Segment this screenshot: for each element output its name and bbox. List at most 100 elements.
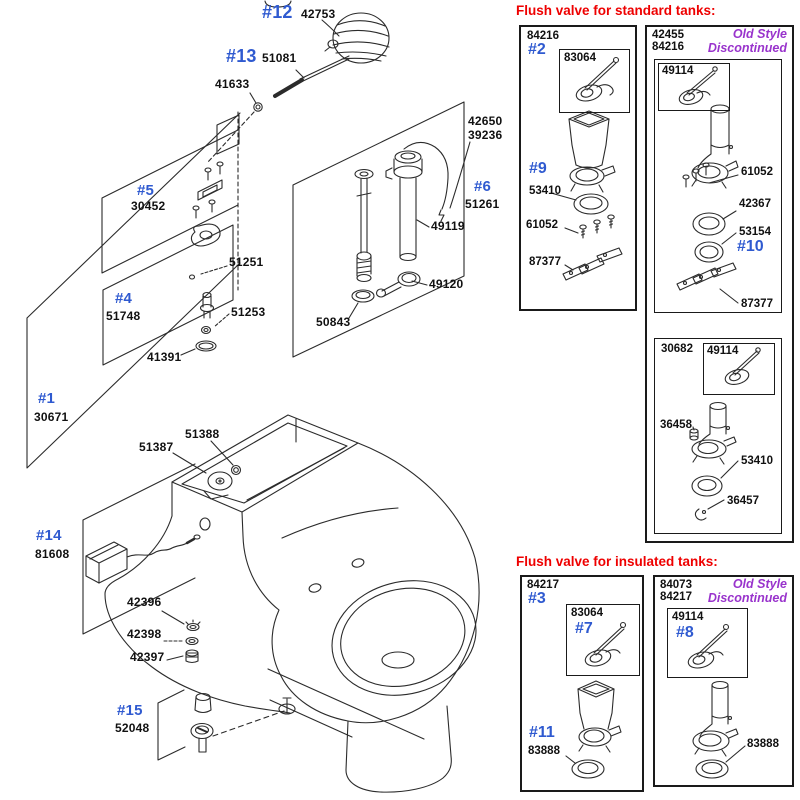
subbox-42455-valve: 49114 61052 42367 53154 #10 87377 [654, 59, 782, 313]
box-code: 84217 [660, 591, 692, 603]
subbox-30682: 30682 49114 36458 53410 36457 [654, 338, 782, 534]
part-number: 53410 [741, 455, 773, 467]
part-ref: #1 [38, 390, 56, 407]
box-42455-art [676, 66, 761, 521]
lift-rod-art [273, 55, 350, 98]
part-number: 30452 [131, 199, 166, 213]
parts-box-84073-84217: 84073 84217 Old Style Discontinued 49114… [653, 575, 794, 787]
dashed-bolt-axis [212, 710, 285, 737]
part-number: 30671 [34, 410, 69, 424]
part-ref: #11 [529, 724, 555, 741]
old-style-label: Old Style [732, 577, 787, 591]
valve-49119-art [375, 150, 423, 298]
leader-51388 [210, 440, 234, 466]
inner-box-code: 83064 [571, 607, 603, 619]
box-84217-art [565, 621, 627, 779]
part-ref: #13 [226, 46, 257, 66]
float-ball-art [324, 12, 390, 64]
part-ref: #10 [737, 238, 764, 255]
part-ref: #12 [262, 2, 293, 22]
box-code: 84216 [652, 41, 684, 53]
part-number: 83888 [747, 738, 779, 750]
inner-box-83064: 83064 #7 [566, 604, 640, 676]
part-number: 61052 [741, 166, 773, 178]
part-ref: #9 [529, 160, 547, 177]
tank-bolt-parts-art [185, 619, 201, 664]
part-number: 51261 [465, 197, 500, 211]
panel-6 [292, 101, 465, 358]
inner-box-code: 49114 [662, 65, 694, 77]
part-number: 50843 [316, 315, 351, 329]
leader-42396 [161, 610, 185, 625]
box-code: 30682 [661, 343, 693, 355]
part-number: 42753 [301, 7, 336, 21]
leader-42397 [166, 655, 184, 661]
section-heading-standard: Flush valve for standard tanks: [516, 3, 716, 18]
part-number: 42398 [127, 627, 162, 641]
leader-51387 [172, 452, 207, 474]
part-number: 42367 [739, 198, 771, 210]
part-number: 49119 [431, 219, 465, 233]
valve-50843-art [351, 168, 375, 303]
panel-5 [101, 129, 239, 274]
inner-box-49114: 49114 #8 [667, 608, 748, 678]
inner-box-ref: #7 [575, 620, 593, 637]
box-ref: #2 [528, 41, 546, 58]
part-number: 41633 [215, 77, 250, 91]
part-number: 42650 [468, 114, 503, 128]
inner-box-ref: #8 [676, 624, 694, 641]
refill-parts-art [180, 265, 230, 356]
box-84216-art [550, 56, 623, 281]
panel-15 [157, 689, 186, 761]
box-code: 84216 [527, 30, 559, 42]
part-number: 51387 [139, 440, 174, 454]
part-ref: #5 [137, 182, 155, 199]
part-number: 52048 [115, 721, 150, 735]
leader-41633 [249, 92, 257, 104]
part-number: 51081 [262, 51, 297, 65]
part-number: 83888 [528, 745, 560, 757]
discontinued-label: Discontinued [707, 591, 787, 605]
part-number: 49120 [429, 277, 464, 291]
inner-box-49114: 49114 [703, 343, 775, 395]
part-ref: #15 [117, 702, 143, 719]
box-code: 84073 [660, 579, 692, 591]
leader-39236 [449, 141, 471, 209]
exploded-diagram-line-art [26, 0, 480, 793]
trip-lever-parts-art [190, 161, 224, 247]
parts-box-84216: 84216 #2 83064 #9 53410 61052 87377 [519, 25, 637, 311]
part-number: 81608 [35, 547, 70, 561]
toilet-art [104, 414, 480, 793]
part-number: 53154 [739, 226, 771, 238]
panel-4 [102, 224, 234, 366]
part-number: 51388 [185, 427, 220, 441]
leader-42753 [321, 19, 340, 37]
bolt-cap-52048-art [190, 692, 214, 753]
part-number: 41391 [147, 350, 182, 364]
part-ref: #4 [115, 290, 133, 307]
part-number: 36457 [727, 495, 759, 507]
inner-box-code: 83064 [564, 52, 596, 64]
box-ref: #3 [528, 590, 546, 607]
part-number: 53410 [529, 185, 561, 197]
inner-box-code: 49114 [707, 345, 739, 357]
part-number: 51251 [229, 255, 264, 269]
part-ref: #6 [474, 178, 492, 195]
part-number: 36458 [660, 419, 692, 431]
leader-50843 [348, 302, 359, 319]
leader-51081 [295, 69, 305, 79]
inner-box-83064: 83064 [559, 49, 630, 113]
parts-box-84217: 84217 #3 83064 #7 #11 83888 [520, 575, 644, 792]
section-heading-insulated: Flush valve for insulated tanks: [516, 554, 718, 569]
dashed-rod-axis [207, 111, 255, 163]
box-code: 42455 [652, 29, 684, 41]
tank-lever-hole-parts-art [203, 464, 242, 500]
leader-49119 [416, 219, 430, 228]
part-number: 42397 [130, 650, 165, 664]
leader-49120 [411, 280, 428, 286]
part-number: 51253 [231, 305, 266, 319]
refill-tube-art [403, 141, 449, 222]
part-number: 87377 [529, 256, 561, 268]
part-ref: #14 [36, 527, 62, 544]
